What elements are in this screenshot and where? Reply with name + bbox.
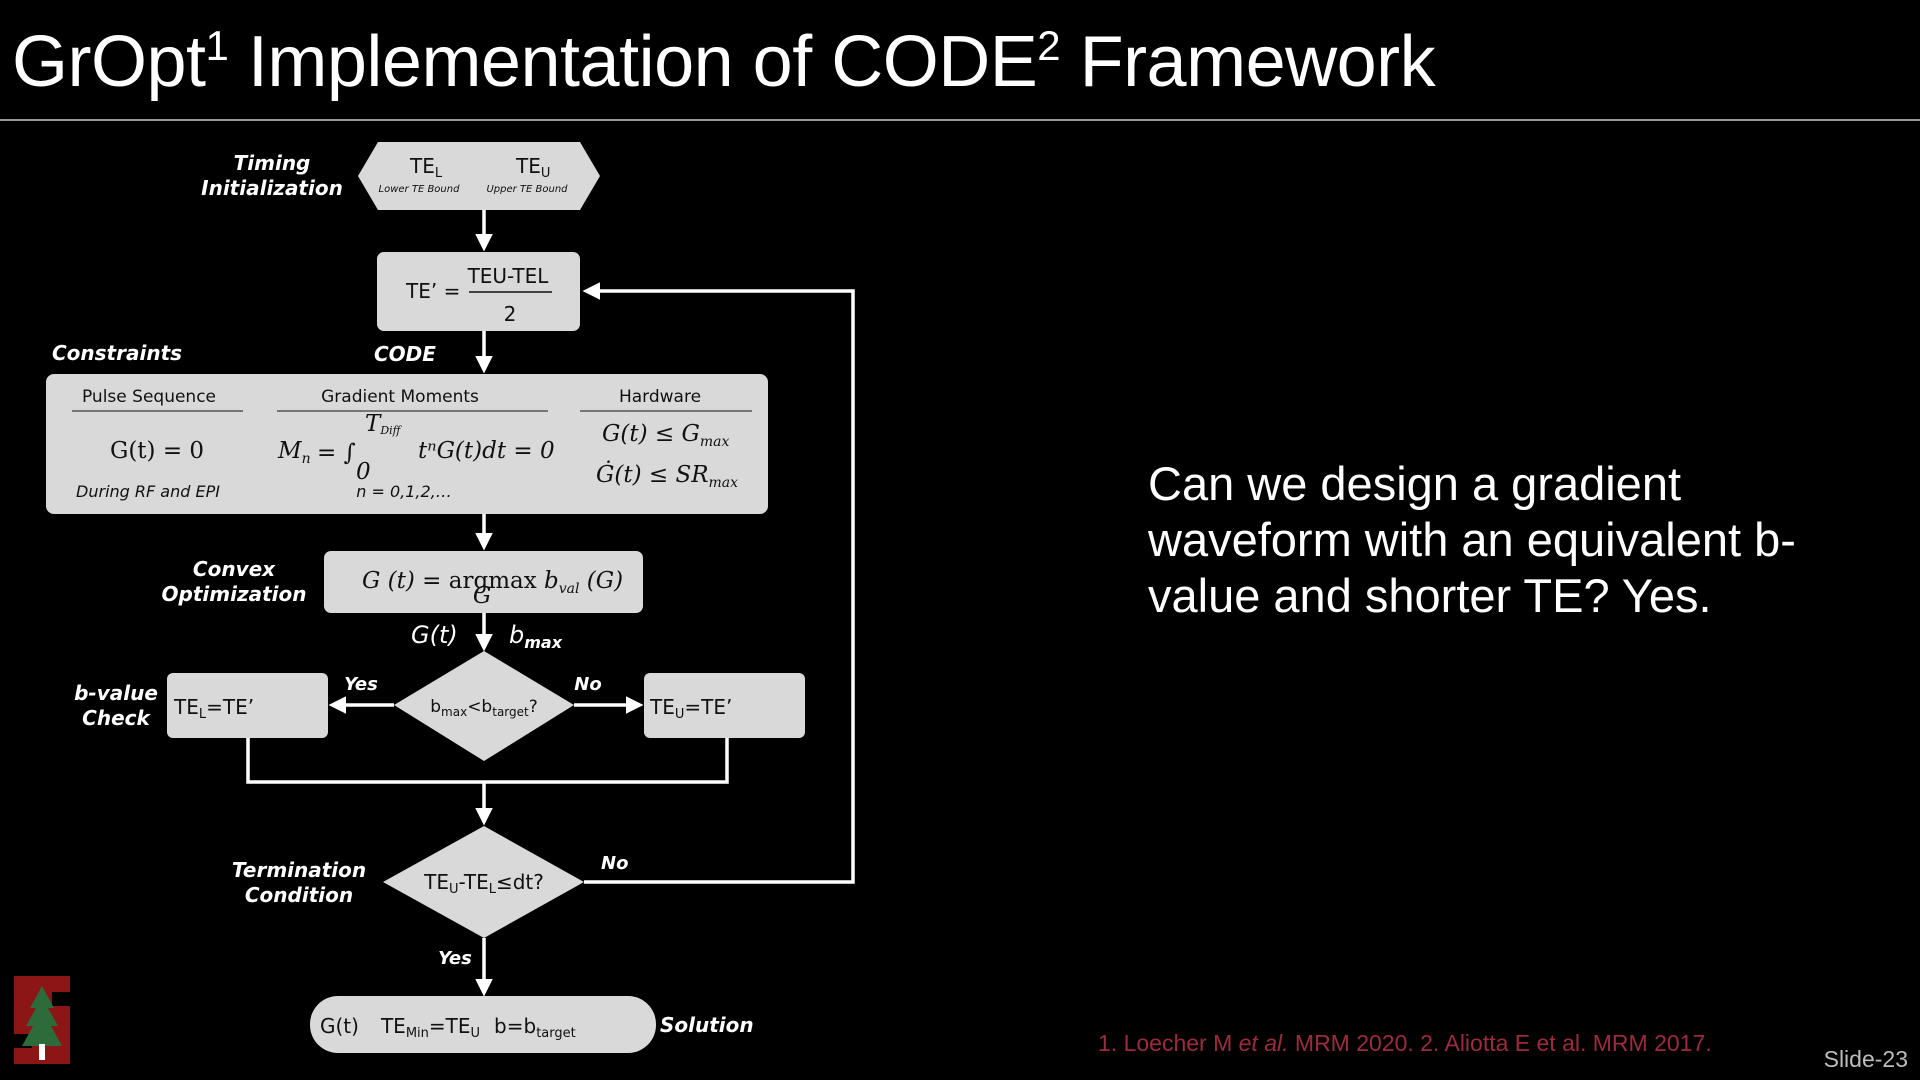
bmax-label: bmax	[509, 621, 563, 652]
te-prime-lhs: TE’ =	[405, 279, 460, 303]
pulse-header: Pulse Sequence	[82, 387, 216, 407]
bvalue-label-line1: b-value	[74, 681, 158, 705]
convex-label-line1: Convex	[193, 557, 276, 581]
moments-integral: = ∫	[317, 440, 356, 466]
te-lower-update-box	[167, 673, 328, 738]
te-upper-update: TEU=TE’	[649, 695, 732, 722]
te-upper-update-box	[644, 673, 805, 738]
bvalue-condition: bmax<btarget?	[430, 697, 538, 719]
bvalue-label-line2: Check	[82, 706, 151, 730]
pulse-equation: G(t) = 0	[110, 438, 204, 464]
constraints-label: Constraints	[52, 341, 182, 365]
hardware-header: Hardware	[619, 387, 701, 407]
termination-decision	[383, 826, 584, 938]
references: 1. Loecher M et al. MRM 2020. 2. Aliotta…	[1098, 1030, 1712, 1056]
te-upper-caption: Upper TE Bound	[486, 184, 568, 195]
pulse-note: During RF and EPI	[76, 482, 220, 501]
moments-upper-limit: TDiff	[365, 411, 403, 437]
loop-back-arrow	[582, 282, 855, 884]
termination-condition: TEU-TEL≤dt?	[423, 870, 544, 897]
timing-label-line2: Initialization	[201, 176, 343, 200]
code-label: CODE	[374, 342, 436, 366]
slide-number: Slide-23	[1823, 1046, 1908, 1072]
te-upper: TEU	[515, 154, 550, 181]
yes-label-2: Yes	[438, 948, 472, 969]
hardware-eq2: Ġ(t) ≤ SRmax	[596, 461, 738, 491]
solution-box	[310, 996, 656, 1053]
hardware-eq1: G(t) ≤ Gmax	[602, 421, 729, 450]
convex-label-line2: Optimization	[162, 582, 307, 606]
moments-integrand: tⁿG(t)dt = 0	[418, 438, 555, 464]
te-lower-update: TEL=TE’	[173, 695, 254, 722]
moments-note: n = 0,1,2,…	[356, 482, 452, 501]
convex-under: G	[473, 583, 491, 609]
constraints-box	[46, 374, 768, 514]
merge-connector	[246, 738, 729, 784]
question-text: Can we design a gradient waveform with a…	[1148, 457, 1796, 622]
moments-lower-limit: 0	[356, 459, 371, 485]
termination-label-line1: Termination	[232, 858, 366, 882]
convex-box	[324, 551, 643, 613]
moments-m: Mn	[277, 438, 311, 467]
bvalue-decision	[394, 651, 574, 761]
moments-header: Gradient Moments	[321, 387, 479, 407]
university-logo-icon	[14, 976, 70, 1064]
title-divider	[0, 119, 1920, 121]
solution-label: Solution	[660, 1013, 754, 1037]
yes-label-1: Yes	[344, 674, 378, 695]
no-label-1: No	[574, 674, 601, 695]
te-prime-numerator: TEU-TEL	[467, 264, 550, 288]
no-label-2: No	[601, 853, 628, 874]
convex-equation: G (t) = argmax bval (G)	[362, 568, 623, 597]
timing-hexagon	[358, 142, 600, 210]
slide-title: GrOpt1 Implementation of CODE2 Framework	[12, 22, 1436, 102]
gt-label: G(t)	[411, 621, 458, 649]
timing-label-line1: Timing	[234, 151, 311, 175]
te-lower: TEL	[409, 154, 443, 181]
termination-label-line2: Condition	[245, 883, 353, 907]
te-lower-caption: Lower TE Bound	[379, 184, 461, 195]
te-prime-denominator: 2	[504, 302, 517, 326]
